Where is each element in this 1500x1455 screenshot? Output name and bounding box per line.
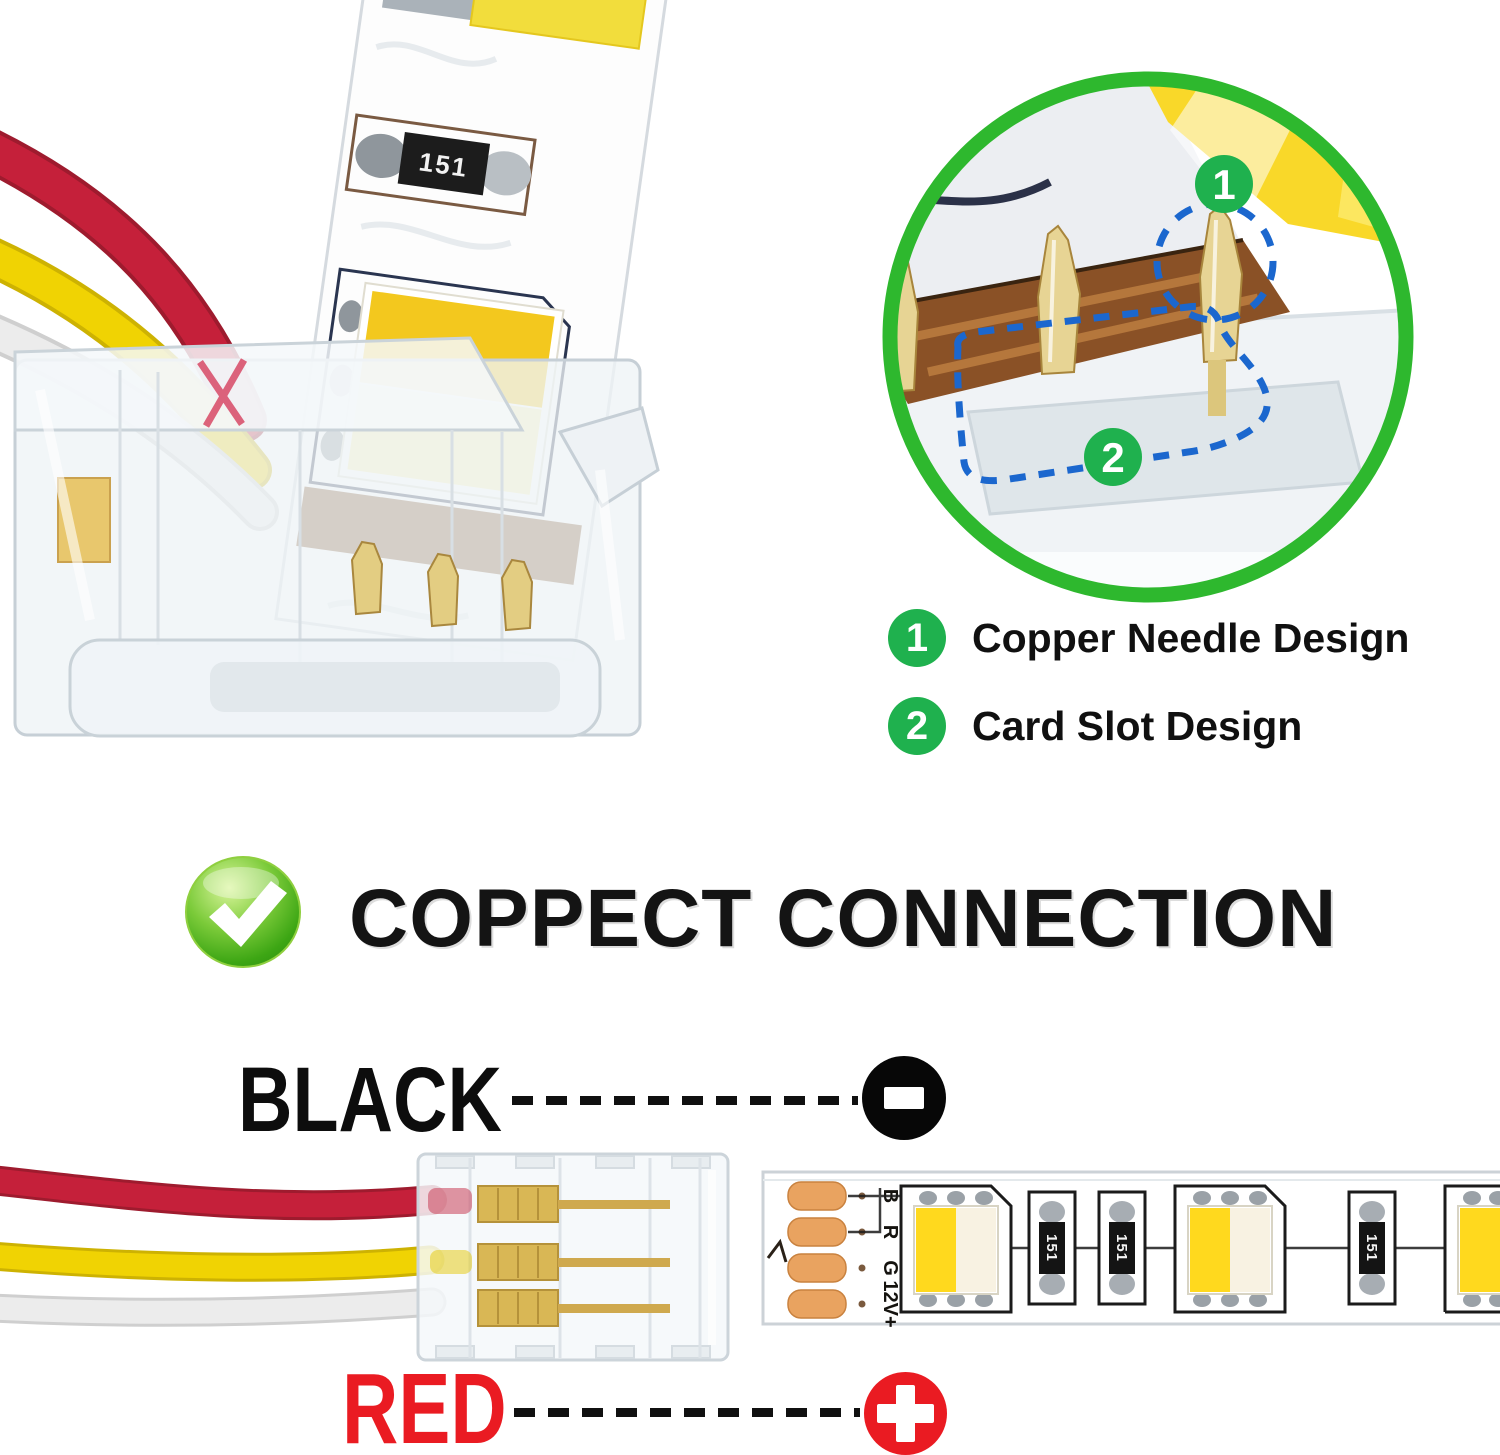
resistor-value: 151: [1113, 1234, 1130, 1262]
plus-bar-horizontal: [877, 1404, 934, 1423]
resistor-value: 151: [1363, 1234, 1380, 1262]
legend-label-2: Card Slot Design: [972, 702, 1303, 749]
pad-label-g: G: [879, 1260, 901, 1276]
red-marking: [197, 358, 248, 428]
smd-led-partial: [381, 0, 661, 50]
magnifier-ring: [882, 71, 1414, 603]
black-wire-label: BLACK: [238, 1049, 503, 1151]
magnifier-circle: 1 2: [882, 71, 1414, 603]
pcb-traces: [848, 1188, 1445, 1250]
pcb-mark: [766, 1238, 788, 1263]
callout-badge-2: 2: [1084, 428, 1142, 486]
check-icon: [185, 856, 301, 968]
red-wire-label: RED: [342, 1353, 507, 1455]
copper-needles-zoom: [890, 204, 1244, 416]
minus-icon: [862, 1056, 946, 1140]
callout-2-number: 2: [1101, 434, 1124, 481]
legend-badge-2: 2: [888, 697, 946, 755]
card-slot-callout-outline: [954, 302, 1271, 485]
wire-connector-body: [416, 1152, 730, 1362]
solder-pads: B R G 12V+: [787, 1181, 901, 1328]
led-strip-photo: B R G 12V+: [761, 1170, 1500, 1328]
black-dash-line: [512, 1096, 858, 1105]
connector-strip-photo: 151: [0, 0, 685, 738]
strip-connector-clip: [13, 336, 660, 738]
connector-wires: [0, 1165, 447, 1327]
legend-label-1: Copper Needle Design: [972, 614, 1410, 661]
magnifier-content: 1 2: [890, 79, 1406, 595]
pad-label-12v: 12V+: [879, 1280, 901, 1327]
minus-bar: [884, 1087, 924, 1109]
red-dash-line: [514, 1408, 860, 1417]
page-title: COPPECT CONNECTION: [349, 873, 1338, 964]
resistor-value: 151: [417, 146, 470, 183]
callout-badge-1: 1: [1195, 155, 1253, 213]
resistor: 151: [344, 113, 537, 217]
connector-latch: [557, 406, 660, 509]
legend-item-copper-needle: 1 Copper Needle Design: [888, 609, 1409, 667]
plus-icon: [864, 1372, 947, 1455]
resistors: 151 151 151: [1027, 1190, 1397, 1306]
pad-label-r: R: [879, 1225, 901, 1240]
copper-needles: [350, 540, 534, 632]
smd-led-modules: [899, 1184, 1500, 1314]
wired-connector-photo: [0, 1152, 730, 1362]
resistor-value: 151: [1043, 1234, 1060, 1262]
legend-item-card-slot: 2 Card Slot Design: [888, 697, 1302, 755]
legend-badge-1: 1: [888, 609, 946, 667]
callout-1-number: 1: [1212, 161, 1235, 208]
gold-contacts: [477, 1185, 670, 1327]
